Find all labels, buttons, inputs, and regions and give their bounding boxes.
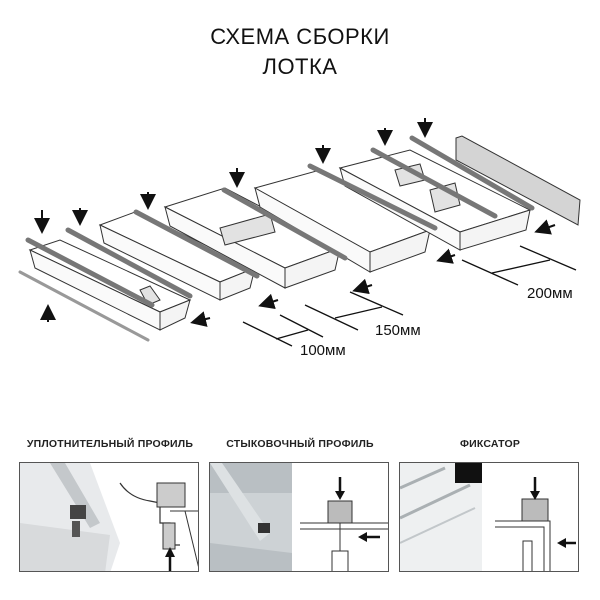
tray-3 bbox=[163, 187, 342, 289]
fixator-panel bbox=[399, 462, 579, 572]
fixator-illustration bbox=[400, 463, 576, 571]
tray-1 bbox=[28, 239, 192, 331]
seal-profile-panel bbox=[19, 462, 199, 572]
panel-title-seal-profile: УПЛОТНИТЕЛЬНЫЙ ПРОФИЛЬ bbox=[26, 438, 194, 450]
seal-profile-illustration bbox=[20, 463, 198, 571]
panel-title-joining-profile: СТЫКОВОЧНЫЙ ПРОФИЛЬ bbox=[226, 438, 374, 450]
dimension-200mm: 200мм bbox=[527, 285, 573, 302]
end-panel bbox=[455, 135, 581, 226]
tray-4 bbox=[253, 169, 432, 273]
assembly-diagram bbox=[18, 118, 581, 347]
dimension-100mm: 100мм bbox=[300, 342, 346, 359]
joining-profile-panel bbox=[209, 462, 389, 572]
profiles bbox=[18, 135, 535, 342]
panel-title-fixator: ФИКСАТОР bbox=[459, 438, 521, 450]
page-title-line1: СХЕМА СБОРКИ bbox=[210, 24, 390, 49]
page-title-line2: ЛОТКА bbox=[262, 54, 338, 79]
tray-2 bbox=[98, 211, 257, 301]
joining-profile-illustration bbox=[210, 463, 388, 571]
dimension-150mm: 150мм bbox=[375, 322, 421, 339]
